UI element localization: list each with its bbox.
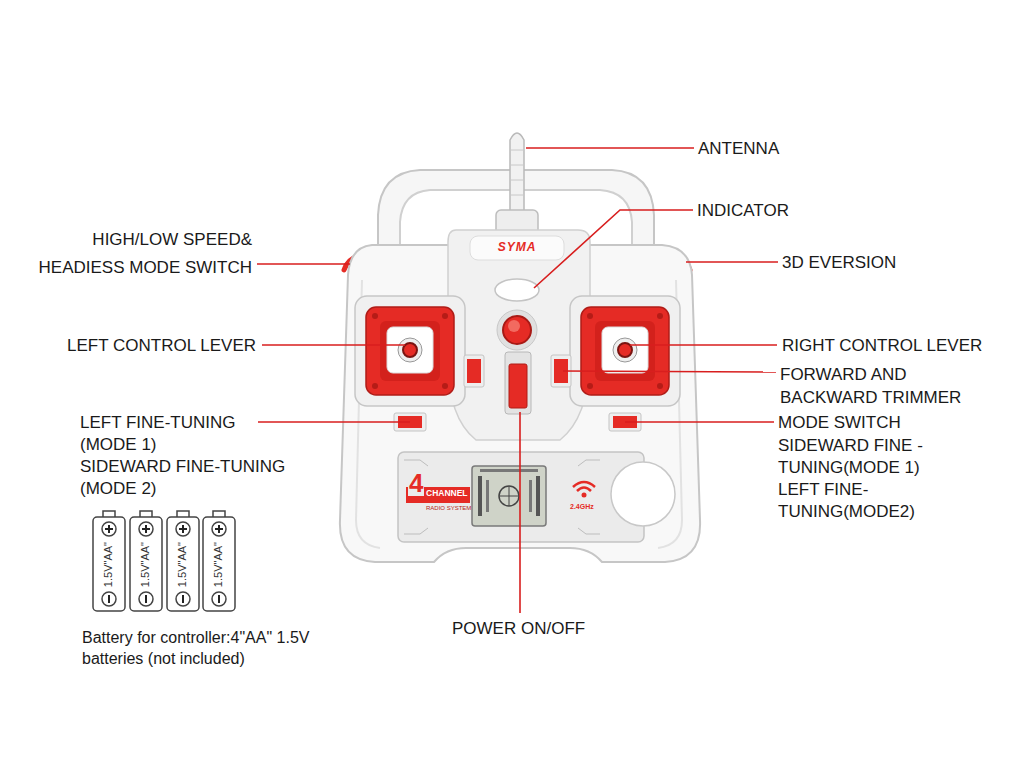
system-text: RADIO SYSTEM xyxy=(426,505,471,511)
logo-plate xyxy=(470,236,564,260)
battery-text: 1.5V"AA" xyxy=(176,542,189,587)
part-label: 3D EVERSION xyxy=(782,253,896,273)
left-stick xyxy=(355,296,465,406)
center-button xyxy=(497,310,537,350)
battery-text: 1.5V"AA" xyxy=(212,542,225,587)
part-label: LEFT CONTROL LEVER xyxy=(46,336,256,356)
battery-note: Battery for controller:4"AA" 1.5V batter… xyxy=(82,627,357,669)
part-label: MODE SWITCH xyxy=(778,413,901,433)
right-stick xyxy=(570,296,680,406)
part-label: LEFT FINE-TUNING (MODE 1) xyxy=(80,412,270,456)
part-label: INDICATOR xyxy=(697,201,789,221)
battery-symbol xyxy=(93,511,235,611)
part-label: FORWARD AND BACKWARD TRIMMER xyxy=(780,363,980,409)
part-label: SIDEWARD FINE-TUNING (MODE 2) xyxy=(80,456,305,500)
battery-text: 1.5V"AA" xyxy=(102,542,115,587)
display-panel xyxy=(398,452,675,542)
part-label: HIGH/LOW SPEED& HEADIESS MODE SWITCH xyxy=(22,226,252,282)
channel-text: CHANNEL xyxy=(426,489,468,498)
frequency-text: 2.4GHz xyxy=(570,503,594,510)
power-switch xyxy=(505,352,531,414)
part-label: POWER ON/OFF xyxy=(452,619,585,639)
part-label: LEFT FINE-TUNING(MODE2) xyxy=(778,479,993,523)
battery-text: 1.5V"AA" xyxy=(139,542,152,587)
center-panel xyxy=(448,230,590,440)
trim-switch xyxy=(394,355,641,431)
part-label: SIDEWARD FINE - TUNING(MODE 1) xyxy=(778,435,993,479)
indicator-light xyxy=(495,279,539,301)
brand-logo: SYMA xyxy=(498,240,537,254)
polarity-mark xyxy=(105,525,223,603)
part-label: ANTENNA xyxy=(698,139,779,159)
part-label: RIGHT CONTROL LEVER xyxy=(782,336,982,356)
channel-number: 4 xyxy=(408,470,424,496)
